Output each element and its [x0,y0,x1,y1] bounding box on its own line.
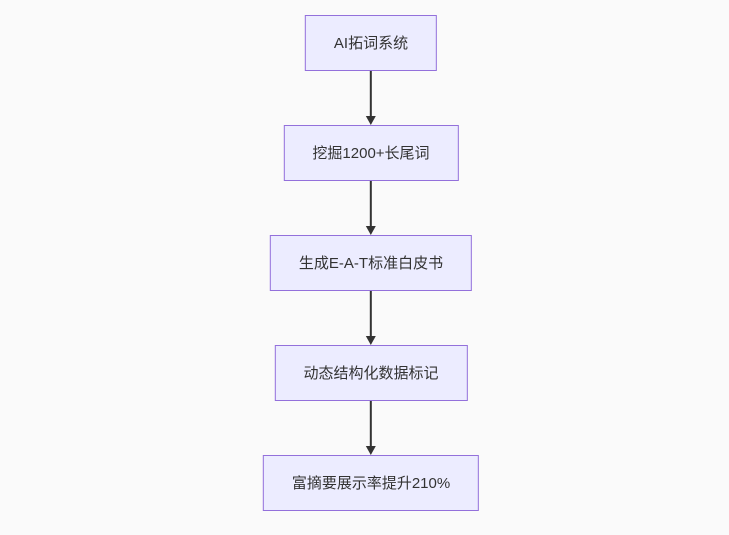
flow-node-structured-data-markup: 动态结构化数据标记 [274,345,468,401]
arrow-line [370,291,372,336]
arrow-line [370,401,372,446]
flow-node-label: 挖掘1200+长尾词 [312,144,430,162]
flow-node-rich-snippet-result: 富摘要展示率提升210% [262,455,480,511]
arrowhead-down-icon [366,226,376,235]
flow-node-eat-whitepaper: 生成E-A-T标准白皮书 [269,235,473,291]
flow-arrow-2 [366,181,376,235]
flow-arrow-4 [366,401,376,455]
arrow-line [370,71,372,116]
flow-node-label: 动态结构化数据标记 [303,364,439,382]
arrowhead-down-icon [366,446,376,455]
flow-node-ai-keyword-system: AI拓词系统 [304,15,438,71]
arrowhead-down-icon [366,336,376,345]
arrow-line [370,181,372,226]
arrowhead-down-icon [366,116,376,125]
flow-arrow-1 [366,71,376,125]
flow-arrow-3 [366,291,376,345]
flow-node-label: 生成E-A-T标准白皮书 [298,254,444,272]
flow-node-label: AI拓词系统 [333,34,409,52]
flow-node-longtail-mining: 挖掘1200+长尾词 [283,125,459,181]
flow-node-label: 富摘要展示率提升210% [291,474,451,492]
flowchart: AI拓词系统 挖掘1200+长尾词 生成E-A-T标准白皮书 动态结构化数据标记… [262,15,480,511]
